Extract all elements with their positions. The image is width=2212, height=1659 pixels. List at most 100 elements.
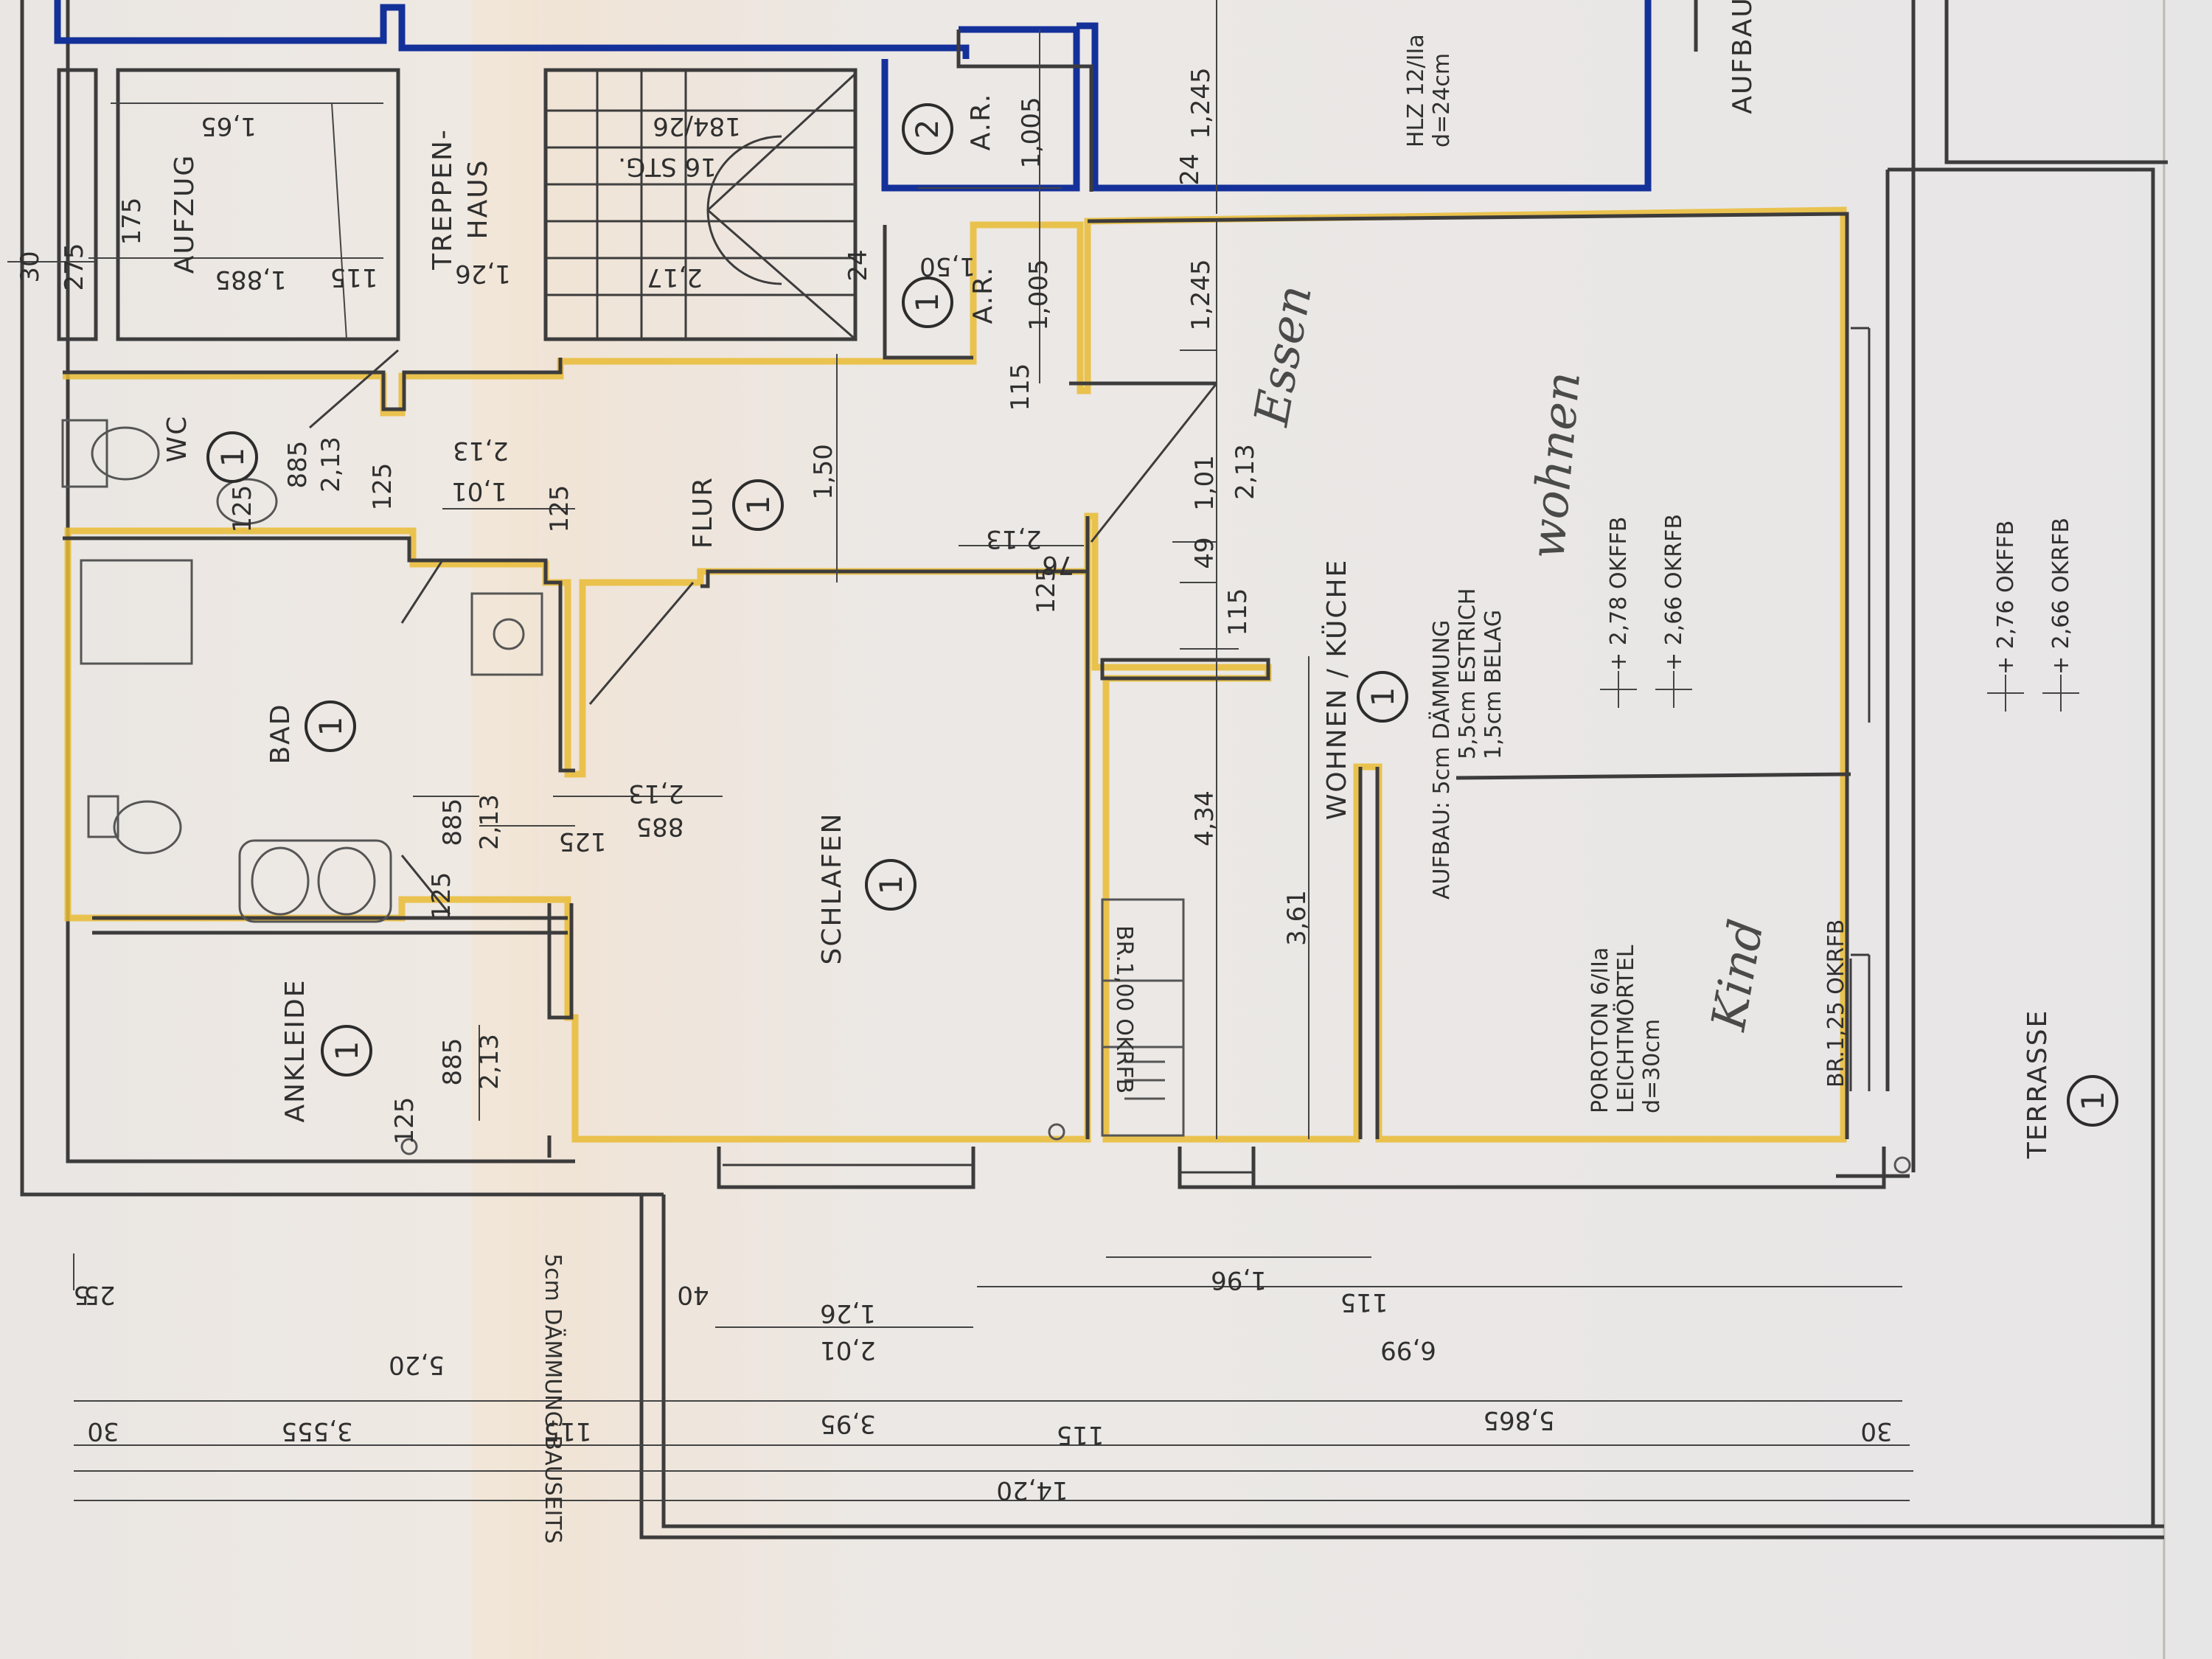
dimension-value: 2,13 bbox=[453, 436, 509, 465]
fixtures bbox=[61, 327, 1911, 1174]
dimension-value: 30 bbox=[1860, 1416, 1892, 1446]
note-daemmung-bauseits: 5cm DÄMMUNG BAUSEITS bbox=[540, 1253, 566, 1544]
dimension-value: 1,26 bbox=[455, 259, 511, 288]
exterior-walls bbox=[20, 0, 2168, 1540]
note-poroton-2: LEICHTMÖRTEL bbox=[1613, 945, 1639, 1113]
dimension-value: 115 bbox=[1057, 1420, 1105, 1450]
dimension-value: 30 bbox=[87, 1416, 119, 1446]
kitchen-counter bbox=[1101, 1046, 1185, 1137]
dimension-value: 30 bbox=[15, 251, 45, 282]
room-labels: AUFZUG TREPPEN- HAUS 2 A.R. 1 A.R. WC 1 … bbox=[162, 0, 2111, 1159]
dimension-value: 115 bbox=[544, 1416, 592, 1446]
dimension-value: 125 bbox=[390, 1097, 420, 1145]
dimension-value: 40 bbox=[677, 1280, 709, 1310]
label-wohnen-kueche: WOHNEN / KÜCHE bbox=[1321, 559, 1352, 821]
dimension-value: 6,99 bbox=[1380, 1335, 1436, 1365]
dimension-value: 2,01 bbox=[820, 1335, 876, 1365]
dimension-value: 25 bbox=[83, 1280, 115, 1310]
door-swings bbox=[309, 349, 1218, 915]
dimension-lines bbox=[7, 0, 1913, 1501]
dimension-value: 16 STG. bbox=[618, 152, 717, 181]
terrasse-number: 1 bbox=[2075, 1091, 2111, 1111]
dimension-value: 125 bbox=[228, 485, 257, 533]
bath-shower bbox=[80, 559, 193, 665]
dimension-value: 885 bbox=[438, 799, 467, 846]
label-treppenhaus-1: TREPPEN- bbox=[428, 128, 458, 271]
ar-2-number: 2 bbox=[909, 119, 945, 139]
ankleide-number: 1 bbox=[329, 1041, 365, 1061]
dimension-value: 885 bbox=[636, 812, 684, 841]
dimension-value: 1,245 bbox=[1186, 259, 1216, 330]
dimension-value: 5,865 bbox=[1483, 1405, 1554, 1435]
level-markers bbox=[1600, 671, 2079, 712]
hand-wohnen: wohnen bbox=[1520, 369, 1591, 561]
label-bad: BAD bbox=[265, 703, 296, 764]
bath-sink bbox=[470, 592, 543, 676]
room-number-circles bbox=[206, 103, 2118, 1127]
dimension-value: 125 bbox=[427, 872, 456, 920]
flur-number: 1 bbox=[740, 495, 776, 515]
wc-number: 1 bbox=[215, 448, 251, 467]
dimension-value: 2,13 bbox=[1231, 444, 1260, 500]
note-aufbau-1: AUFBAU: 5cm DÄMMUNG bbox=[1428, 620, 1455, 900]
dimension-value: 5,20 bbox=[389, 1350, 445, 1380]
label-aufbau-top: AUFBAU bbox=[1728, 0, 1758, 114]
dimension-value: 125 bbox=[559, 827, 607, 856]
note-aufbau-3: 1,5cm BELAG bbox=[1481, 610, 1506, 759]
dimension-value: 184/26 bbox=[653, 111, 741, 141]
dimension-value: 2,13 bbox=[316, 437, 346, 493]
dimension-value: 1,65 bbox=[201, 111, 257, 141]
dimension-value: 2,13 bbox=[986, 524, 1042, 554]
note-level-wohnen-2: + 2,66 OKRFB bbox=[1661, 514, 1687, 671]
dimension-value: 1,50 bbox=[919, 251, 975, 281]
dimension-value: 1,885 bbox=[215, 265, 286, 294]
note-level-terrasse-1: + 2,76 OKFFB bbox=[1993, 521, 2019, 675]
dimension-value: 76 bbox=[1042, 550, 1074, 580]
note-hlz-2: d=24cm bbox=[1429, 53, 1455, 147]
dimension-value: 1,005 bbox=[1017, 97, 1046, 168]
dimension-value: 1,26 bbox=[820, 1298, 876, 1328]
dimension-value: 275 bbox=[60, 243, 89, 291]
wc-cistern bbox=[61, 419, 108, 488]
dimension-value: 3,555 bbox=[281, 1416, 352, 1446]
note-level-terrasse-2: + 2,66 OKRFB bbox=[2048, 518, 2074, 675]
apartment-walls bbox=[63, 29, 1851, 1158]
dimension-value: 1,245 bbox=[1186, 67, 1216, 139]
label-ar-2: A.R. bbox=[966, 93, 996, 151]
paper-fold bbox=[472, 0, 538, 1659]
ar-1-number: 1 bbox=[909, 293, 945, 313]
dimension-value: 3,95 bbox=[820, 1409, 876, 1439]
dimension-value: 5 bbox=[73, 1280, 89, 1310]
note-br-100: BR.1,00 OKRFB bbox=[1111, 925, 1137, 1093]
dimension-value: 1,50 bbox=[809, 444, 838, 500]
dimension-value: 115 bbox=[1223, 588, 1253, 636]
note-hlz-1: HLZ 12/IIa bbox=[1403, 34, 1429, 147]
dimension-value: 14,20 bbox=[996, 1475, 1068, 1505]
note-aufbau-2: 5,5cm ESTRICH bbox=[1455, 588, 1481, 760]
schlafen-number: 1 bbox=[873, 875, 909, 895]
label-terrasse: TERRASSE bbox=[2023, 1009, 2053, 1159]
note-poroton-3: d=30cm bbox=[1639, 1019, 1665, 1113]
dimension-value: 1,005 bbox=[1024, 259, 1054, 330]
wohnen-number: 1 bbox=[1365, 687, 1401, 707]
dimension-value: 125 bbox=[368, 463, 397, 511]
dimension-values: 1,65 1,885 175 115 30 275 1,26 16 STG. 1… bbox=[15, 67, 1893, 1505]
bath-toilet bbox=[113, 800, 182, 855]
label-schlafen: SCHLAFEN bbox=[817, 813, 847, 965]
wc-basin bbox=[216, 478, 278, 525]
dimension-value: 2,13 bbox=[628, 779, 684, 808]
dimension-value: 885 bbox=[438, 1038, 467, 1086]
label-ankleide: ANKLEIDE bbox=[280, 978, 310, 1122]
dimension-value: 24 bbox=[1175, 153, 1205, 185]
bath-double-sink bbox=[238, 839, 392, 923]
note-level-wohnen-1: + 2,78 OKFFB bbox=[1606, 517, 1632, 671]
dimension-value: 175 bbox=[117, 198, 147, 246]
wc-toilet bbox=[91, 426, 160, 481]
label-flur: FLUR bbox=[688, 476, 718, 549]
dimension-value: 1,01 bbox=[451, 476, 507, 506]
dimension-value: 49 bbox=[1190, 537, 1220, 568]
dimension-value: 24 bbox=[844, 249, 873, 281]
dimension-value: 115 bbox=[330, 262, 378, 292]
